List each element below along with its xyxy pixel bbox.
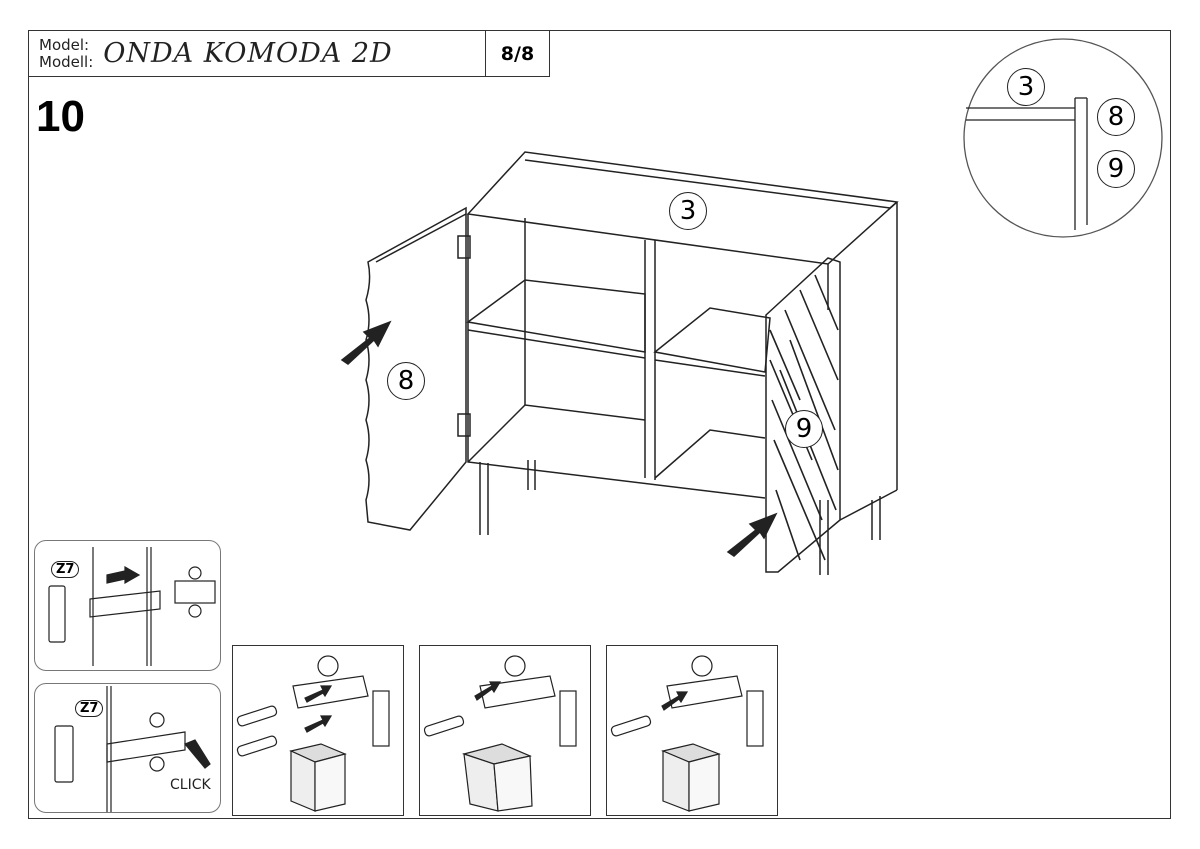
right-door: [765, 257, 841, 573]
model-label: Model:: [39, 35, 90, 54]
push-arrow-right: [726, 512, 778, 557]
push-arrow-left: [340, 320, 392, 365]
adjustment-panel-depth: [419, 645, 591, 816]
model-name: ONDA KOMODA 2D: [103, 38, 393, 69]
page-number: 8/8: [500, 42, 535, 65]
part-label-z7: Z7: [51, 561, 80, 578]
part-label-z7: Z7: [75, 700, 104, 717]
modell-label: Modell:: [39, 52, 94, 71]
inset-callout-left-door: 8: [1097, 98, 1135, 136]
hinge-bottom: [457, 413, 471, 437]
inset-callout-top: 3: [1007, 68, 1045, 106]
callout-right-door: 9: [785, 410, 823, 448]
hinge-top: [457, 235, 471, 259]
hinge-click-panel: Z7: [34, 683, 221, 813]
click-label: CLICK: [170, 777, 211, 793]
callout-left-door: 8: [387, 362, 425, 400]
adjustment-panel-side: [606, 645, 778, 816]
adjustment-panel-height: [232, 645, 404, 816]
callout-top-panel: 3: [669, 192, 707, 230]
model-field: Model: Modell: ONDA KOMODA 2D: [29, 31, 486, 76]
inset-callout-right-door: 9: [1097, 150, 1135, 188]
left-door: [365, 206, 467, 531]
hinge-attach-panel: Z7: [34, 540, 221, 671]
step-number: 10: [36, 92, 85, 141]
header-box: Model: Modell: ONDA KOMODA 2D 8/8: [28, 30, 550, 77]
page-frame: [28, 30, 1171, 819]
